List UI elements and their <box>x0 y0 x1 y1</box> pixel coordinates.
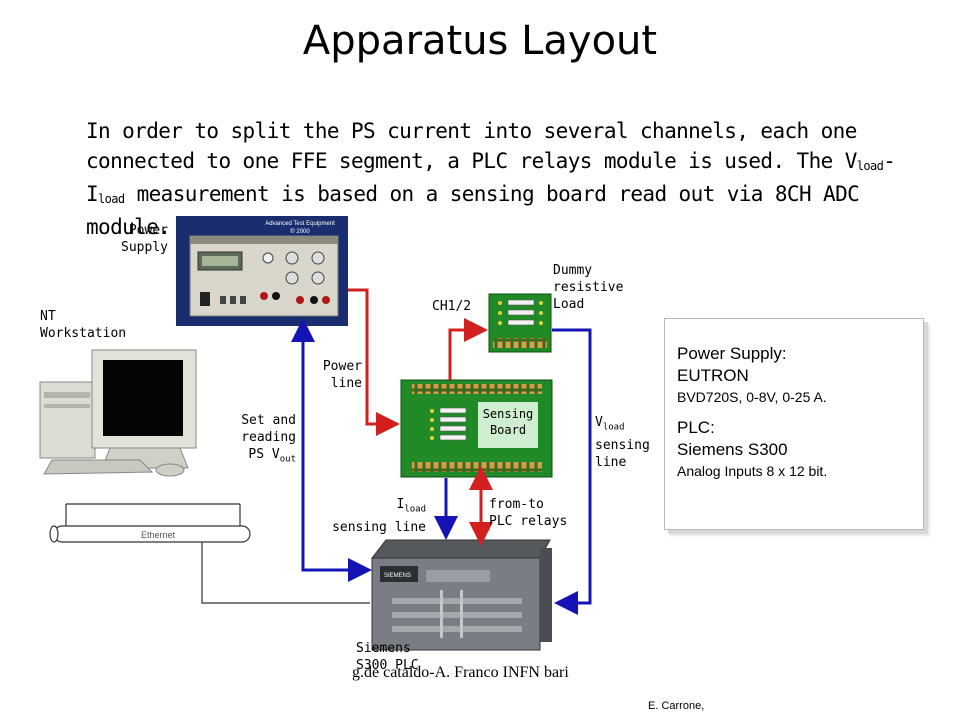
intro-text-1: In order to split the PS current into se… <box>86 119 857 173</box>
ps-panel-year-text: ® 2000 <box>290 228 310 235</box>
vload-sub: load <box>602 422 625 433</box>
specs-info-box: Power Supply: EUTRON BVD720S, 0-8V, 0-25… <box>664 318 924 530</box>
vload-line-arrow <box>552 328 592 615</box>
nt-workstation-label: NT Workstation <box>40 308 126 342</box>
set-reading-line-arrow <box>291 318 372 582</box>
from-to-label-line1: from-to <box>489 497 544 512</box>
intro-sub-2: load <box>98 192 125 206</box>
iload-symbol: I <box>396 497 405 512</box>
power-supply-label: Power Supply <box>98 222 168 256</box>
intro-paragraph: In order to split the PS current into se… <box>86 116 926 242</box>
power-line-label: Power line <box>300 358 362 392</box>
specs-info-content: Power Supply: EUTRON BVD720S, 0-8V, 0-25… <box>677 343 827 481</box>
power-supply-image <box>176 216 348 326</box>
footer-author: E. Carrone, <box>648 700 705 712</box>
ethernet-cable <box>49 503 370 604</box>
siemens-plc-label-line2: S300 PLC <box>356 658 419 673</box>
ch12-line-arrow <box>448 318 488 380</box>
siemens-plc-label: Siemens S300 PLC <box>356 640 419 674</box>
dummy-load-label-line3: Load <box>553 297 585 312</box>
sensing-board-label-line1: Sensing <box>482 407 534 421</box>
dummy-load-label: Dummy resistive Load <box>553 262 623 313</box>
vload-symbol: V <box>595 415 603 430</box>
set-reading-label: Set and reading PS Vout <box>216 412 296 469</box>
vload-sensing-label-line1: Vload <box>595 414 650 437</box>
plc-detail: Analog Inputs 8 x 12 bit. <box>677 463 828 479</box>
set-reading-label-line3: PS Vout <box>216 446 296 469</box>
set-reading-label-line2: reading <box>241 430 296 445</box>
power-line-arrow <box>348 288 400 436</box>
power-line-label-line2: line <box>330 376 362 391</box>
slide-title: Apparatus Layout <box>302 18 658 64</box>
nt-workstation-label-line1: NT <box>40 309 56 324</box>
dummy-load-board <box>488 293 552 353</box>
ps-model: BVD720S, 0-8V, 0-25 A. <box>677 389 827 405</box>
power-line-label-line1: Power <box>322 359 362 374</box>
plc-brand-name: Siemens S300 <box>677 440 788 459</box>
iload-sub: load <box>404 504 426 515</box>
ps-heading: Power Supply: <box>677 344 787 363</box>
computer-icon <box>39 349 197 477</box>
footer-credit: g.de cataldo-A. Franco INFN bari <box>352 664 569 681</box>
nt-workstation-label-line2: Workstation <box>40 326 127 341</box>
sensing-board-label: Sensing Board <box>478 406 538 438</box>
ethernet-label: Ethernet <box>141 530 176 540</box>
set-reading-label-ps-v: PS V <box>248 447 280 462</box>
set-reading-label-sub: out <box>279 454 296 465</box>
siemens-plc-label-line1: Siemens <box>356 641 411 656</box>
vload-sensing-label-line3: line <box>595 454 627 470</box>
plc-brand-text: SIEMENS <box>384 573 411 579</box>
plc-device-image <box>370 539 552 651</box>
vload-sensing-label: Vload sensing line <box>595 414 650 471</box>
dummy-load-label-line2: resistive <box>553 280 624 295</box>
from-to-plc-relays-label: from-to PLC relays <box>489 496 567 530</box>
intro-sub-1: load <box>856 159 884 173</box>
power-supply-label-line2: Supply <box>121 240 168 255</box>
dummy-load-label-line1: Dummy <box>553 263 593 278</box>
intro-text-2: -I <box>86 149 896 206</box>
iload-sensing-label-line1: Iload <box>330 496 426 519</box>
ps-panel-brand-text: Advanced Test Equipment <box>265 221 335 227</box>
plc-heading: PLC: <box>677 418 715 437</box>
vload-sensing-label-line2: sensing <box>595 437 650 453</box>
sensing-board-label-line2: Board <box>489 423 527 437</box>
iload-sensing-label-line2: sensing line <box>332 519 426 535</box>
from-to-label-line2: PLC relays <box>489 514 568 529</box>
power-supply-label-line1: Power <box>128 223 168 238</box>
intro-text-3: measurement is based on a sensing board … <box>86 182 860 239</box>
iload-sensing-label: Iload sensing line <box>330 496 426 536</box>
ch12-label: CH1/2 <box>432 299 472 314</box>
ps-brand: EUTRON <box>677 366 749 385</box>
set-reading-label-line1: Set and <box>241 413 296 428</box>
